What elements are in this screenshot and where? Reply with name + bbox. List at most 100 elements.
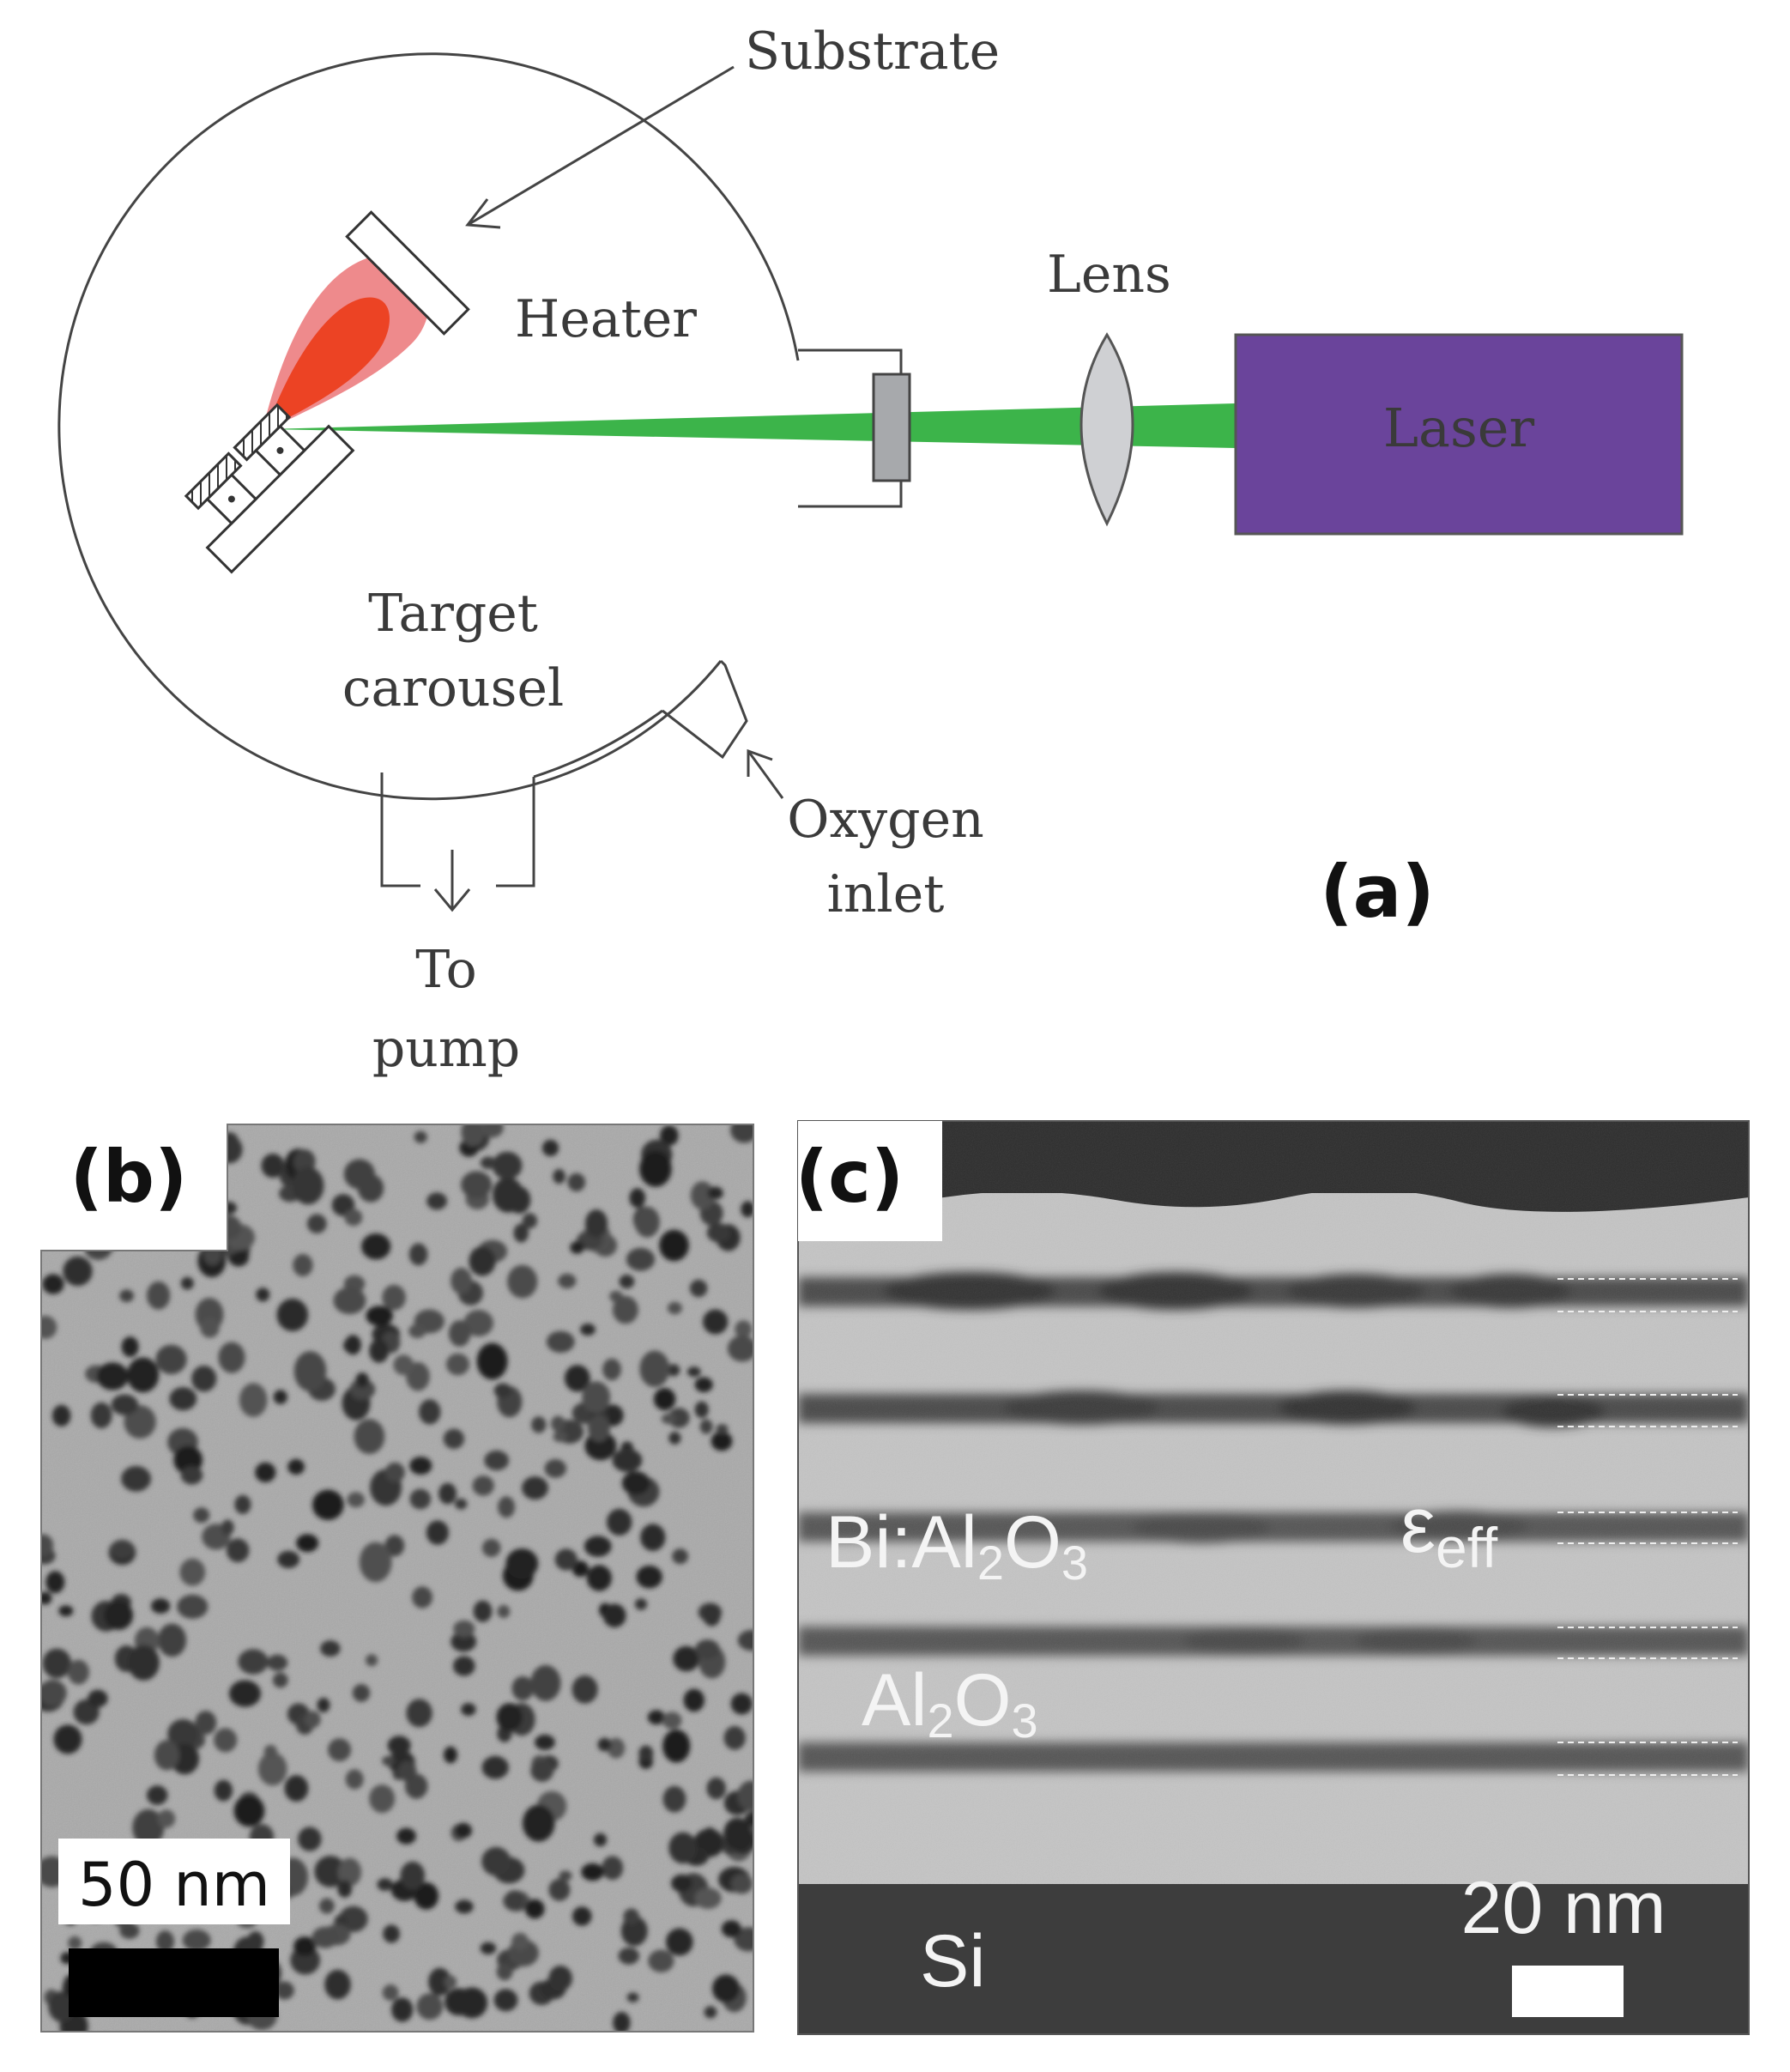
nanoparticle xyxy=(444,1975,457,1990)
nanoparticle xyxy=(414,1130,427,1143)
nanoparticle xyxy=(444,1746,457,1764)
nanoparticle xyxy=(496,1963,513,1981)
nanoparticle xyxy=(45,1571,65,1594)
nanoparticle xyxy=(530,1760,554,1782)
nanoparticle xyxy=(180,1466,203,1485)
bi-al2o3-label: Bi:Al2O3 xyxy=(825,1501,1088,1590)
nanoparticle xyxy=(699,1419,713,1434)
nanoparticle xyxy=(238,1649,269,1675)
nanoparticle xyxy=(382,1284,406,1311)
nanoparticle xyxy=(324,1969,351,2000)
nanoparticle xyxy=(553,1431,567,1443)
nanoparticle xyxy=(179,1558,206,1586)
nanoparticle xyxy=(257,1752,287,1786)
nanoparticle xyxy=(48,1990,76,2022)
nanoparticle xyxy=(594,1833,608,1847)
nanoparticle xyxy=(121,1336,139,1357)
nanoparticle xyxy=(636,1565,662,1589)
nanoparticle xyxy=(673,1645,700,1672)
nanoparticle xyxy=(293,1253,313,1277)
nanoparticle xyxy=(384,1535,405,1557)
nanoparticle xyxy=(104,1600,134,1630)
nanoparticle xyxy=(154,1740,180,1771)
nanoparticle xyxy=(343,1339,358,1353)
nanoparticle xyxy=(438,1482,457,1505)
nanoparticle xyxy=(41,1198,63,1236)
nanoparticle xyxy=(292,1166,324,1205)
nanoparticle xyxy=(476,1342,508,1380)
nanoparticle xyxy=(571,1560,590,1578)
nanoparticle xyxy=(660,1125,679,1146)
pump-label-line2: pump xyxy=(372,1019,520,1079)
nanoparticle xyxy=(723,1817,752,1851)
nanoparticle xyxy=(522,1804,555,1842)
nanoparticle xyxy=(507,1264,538,1299)
nanoparticle xyxy=(58,1605,74,1617)
nanoparticle xyxy=(711,1431,733,1451)
nanoparticle xyxy=(602,1856,624,1881)
nanoparticle xyxy=(463,1310,493,1336)
nanoparticle xyxy=(704,2006,717,2019)
nanoparticle xyxy=(629,1188,646,1209)
nanoparticle xyxy=(383,1924,400,1943)
nanoparticle xyxy=(233,1795,265,1827)
nanoparticle xyxy=(730,1693,753,1715)
nanoparticle xyxy=(255,1462,276,1482)
lens xyxy=(1079,332,1134,527)
laser-beam xyxy=(266,403,1236,448)
nanoparticle xyxy=(548,1966,572,1991)
nanoparticle xyxy=(613,2011,631,2032)
nanoparticle xyxy=(124,1405,156,1439)
nanoparticle xyxy=(481,1124,504,1138)
nanoparticle xyxy=(668,1408,690,1428)
nanoparticle xyxy=(214,1779,233,1802)
nanoparticle xyxy=(461,1171,493,1199)
nanoparticle xyxy=(493,1989,518,2012)
nanoparticle xyxy=(319,1898,335,1914)
pump-tube xyxy=(380,772,535,888)
nanoparticle xyxy=(498,1496,516,1518)
nanoparticle xyxy=(626,1247,656,1271)
nanoparticle xyxy=(580,1324,596,1336)
nanoparticle xyxy=(193,1507,210,1524)
nanoparticle xyxy=(451,1631,477,1652)
nanoparticle xyxy=(737,1780,753,1812)
oxygen-arrow xyxy=(747,748,784,799)
nanoparticle xyxy=(567,1172,586,1192)
nanoparticle xyxy=(41,1315,57,1339)
nanoparticle xyxy=(548,1878,571,1901)
nanoparticle xyxy=(328,1738,352,1761)
nanoparticle xyxy=(448,1320,471,1347)
nanoparticle xyxy=(481,1538,501,1557)
nanoparticle xyxy=(661,1413,676,1425)
nanoparticle xyxy=(352,1684,371,1702)
target-label-line1: Target xyxy=(368,584,538,644)
nanoparticle xyxy=(496,1703,523,1731)
nanoparticle xyxy=(513,1223,529,1243)
nanoparticle xyxy=(296,1534,319,1553)
nanoparticle xyxy=(298,1827,322,1851)
nanoparticle xyxy=(712,1974,740,2003)
nanoparticle xyxy=(689,1279,708,1298)
nanoparticle xyxy=(320,1640,341,1657)
nanoparticle xyxy=(706,1222,730,1243)
nanoparticle xyxy=(41,1591,52,1605)
nanoparticle xyxy=(695,1639,720,1660)
nanoparticle xyxy=(484,1450,510,1471)
nanoparticle xyxy=(221,1519,234,1536)
nanoparticle xyxy=(493,1383,512,1398)
nanoparticle xyxy=(619,1275,635,1289)
nanoparticle xyxy=(293,1351,327,1391)
nanoparticle xyxy=(311,1926,339,1948)
nanoparticle xyxy=(659,1229,689,1262)
heater-label: Heater xyxy=(515,289,697,349)
nanoparticle xyxy=(284,1775,309,1802)
nanoparticle xyxy=(109,1540,135,1559)
nanoparticle xyxy=(393,1354,414,1376)
nanoparticle xyxy=(400,1861,426,1890)
nanoparticle xyxy=(602,1603,626,1628)
nanoparticle xyxy=(195,1711,217,1735)
nanoparticle xyxy=(333,1287,366,1315)
nanoparticle xyxy=(192,1214,221,1239)
nanoparticle xyxy=(544,1459,566,1478)
